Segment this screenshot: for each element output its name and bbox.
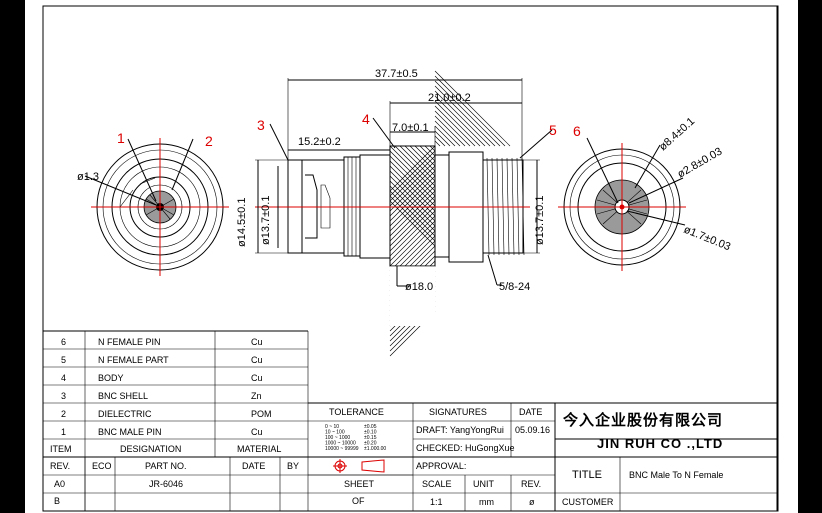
tolerance-range: 10000 ~ 99999: [325, 446, 359, 452]
footer-title-label: TITLE: [572, 469, 602, 481]
bom-designation: N FEMALE PIN: [98, 337, 161, 347]
company-name-en: JIN RUH CO .,LTD: [597, 436, 723, 451]
sheet-border: [42, 5, 779, 512]
callout-6: 6: [573, 123, 581, 139]
drawing-title: BNC Male To N Female: [629, 470, 723, 480]
bom-item-number: 2: [61, 409, 66, 419]
signatures-date-label: DATE: [519, 407, 542, 417]
bom-designation: N FEMALE PART: [98, 355, 169, 365]
dim-body-length: 7.0±0.1: [392, 122, 429, 134]
part-number: JR-6046: [149, 479, 183, 489]
footer-scale: SCALE: [422, 479, 452, 489]
signature-draft: DRAFT: YangYongRui: [416, 425, 504, 435]
dim-n-pin-diameter: ø1.7±0.03: [682, 224, 732, 254]
footer-sheet: SHEET: [344, 479, 375, 489]
bom-item-number: 3: [61, 391, 66, 401]
callout-4: 4: [362, 111, 370, 127]
callout-1: 1: [117, 130, 125, 146]
signatures-label: SIGNATURES: [429, 407, 487, 417]
callout-2: 2: [205, 133, 213, 149]
tolerance-value: ±0.05: [364, 424, 377, 430]
dim-pin-diameter: ø1.3: [77, 171, 99, 183]
rev-header-part: PART NO.: [145, 461, 187, 471]
bom-material: Cu: [251, 337, 263, 347]
rev-header-date: DATE: [242, 461, 265, 471]
dim-thread: 5/8-24: [499, 281, 530, 293]
tolerance-range: 1000 ~ 10000: [325, 441, 356, 447]
signature-checked: CHECKED: HuGongXue: [416, 443, 515, 453]
tolerance-value: ±0.20: [364, 441, 377, 447]
bom-header-item: ITEM: [50, 444, 72, 454]
dim-n-side-length: 21.0±0.2: [428, 92, 471, 104]
dim-n-middle-diameter: ø2.8±0.03: [676, 145, 725, 180]
rev-b-label: B: [54, 496, 60, 506]
footer-customer: CUSTOMER: [562, 497, 614, 507]
tolerance-label: TOLERANCE: [329, 407, 384, 417]
rev-header-by: BY: [287, 461, 299, 471]
callout-3: 3: [257, 117, 265, 133]
tolerance-range: 100 ~ 1000: [325, 435, 350, 441]
drawing-canvas: ø1.3 1 2: [42, 5, 779, 512]
n-end-view: [558, 137, 686, 271]
bom-designation: BODY: [98, 373, 124, 383]
title-block: [308, 402, 777, 511]
rev-header-eco: ECO: [92, 461, 112, 471]
footer-scale-value: 1:1: [430, 497, 443, 507]
bom-header-designation: DESIGNATION: [120, 444, 181, 454]
callout-5: 5: [549, 122, 557, 138]
bom-designation: BNC MALE PIN: [98, 427, 162, 437]
tolerance-rows: 0 ~ 10 ±0.05 10 ~ 100 ±0.10 100 ~ 1000 ±0.15 1…: [325, 424, 386, 452]
bom-material: Cu: [251, 373, 263, 383]
dim-bnc-outer-diameter: ø14.5±0.1: [236, 198, 248, 247]
bom-header-material: MATERIAL: [237, 444, 281, 454]
bnc-end-view: [84, 138, 229, 276]
drawing-sheet: ø1.3 1 2: [25, 0, 798, 513]
bom-material: Cu: [251, 355, 263, 365]
tolerance-value: ±0.10: [364, 430, 377, 436]
company-name-cn: 今入企业股份有限公司: [562, 411, 723, 429]
dim-overall-length: 37.7±0.5: [375, 68, 418, 80]
dim-bnc-inner-diameter: ø13.7±0.1: [260, 196, 272, 245]
footer-unit-value: mm: [479, 497, 494, 507]
bom-material: POM: [251, 409, 272, 419]
dim-body-diameter: ø18.0: [405, 281, 433, 293]
footer-of: OF: [352, 496, 365, 506]
tolerance-value: ±1.000.00: [364, 446, 386, 452]
signature-approval: APPROVAL:: [416, 461, 466, 471]
bom-material: Zn: [251, 391, 262, 401]
dim-n-outer-diameter: ø8.4±0.1: [657, 115, 697, 153]
tolerance-value: ±0.15: [364, 435, 377, 441]
dim-n-diameter: ø13.7±0.1: [534, 196, 546, 245]
connector-side-view: [255, 70, 553, 357]
bom-material: Cu: [251, 427, 263, 437]
footer-rev: REV.: [521, 479, 541, 489]
rev-header-rev: REV.: [50, 461, 70, 471]
footer-unit: UNIT: [473, 479, 494, 489]
bom-item-number: 1: [61, 427, 66, 437]
dim-bnc-length: 15.2±0.2: [298, 136, 341, 148]
signature-date: 05.09.16: [515, 425, 550, 435]
bom-table: [43, 330, 777, 511]
footer-rev-value: ø: [529, 497, 535, 507]
tolerance-range: 0 ~ 10: [325, 424, 339, 430]
tolerance-range: 10 ~ 100: [325, 430, 345, 436]
bom-designation: DIELECTRIC: [98, 409, 152, 419]
bom-item-number: 6: [61, 337, 66, 347]
rev-a-label: A0: [54, 479, 65, 489]
bom-item-number: 5: [61, 355, 66, 365]
bom-item-number: 4: [61, 373, 66, 383]
bom-designation: BNC SHELL: [98, 391, 148, 401]
